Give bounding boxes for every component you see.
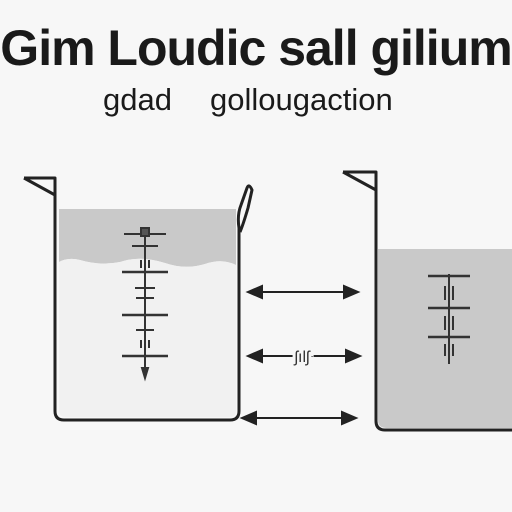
- left-beaker-liquid-body: [59, 258, 236, 417]
- left-beaker-outline: [24, 176, 254, 422]
- right-beaker: [342, 170, 512, 432]
- left-beaker-liquid-top: [59, 209, 236, 267]
- subtitle-right: gollougaction: [210, 82, 393, 117]
- right-beaker-outline: [343, 170, 512, 432]
- double-arrow-bottom: [239, 410, 359, 426]
- right-beaker-liquid: [378, 249, 512, 428]
- subtitle-left: gdad: [103, 82, 172, 117]
- double-arrow-middle: [245, 348, 363, 364]
- page-title: Gim Loudic sall gilium: [0, 20, 512, 76]
- right-beaker-spout: [342, 170, 377, 192]
- left-hydrometer-scale: [122, 227, 168, 382]
- left-beaker: [23, 176, 254, 422]
- middle-arrow-label: ʃılʃ: [293, 349, 311, 366]
- left-beaker-spout: [23, 176, 56, 197]
- right-hydrometer-scale: [428, 274, 470, 364]
- double-arrow-top: [245, 284, 361, 300]
